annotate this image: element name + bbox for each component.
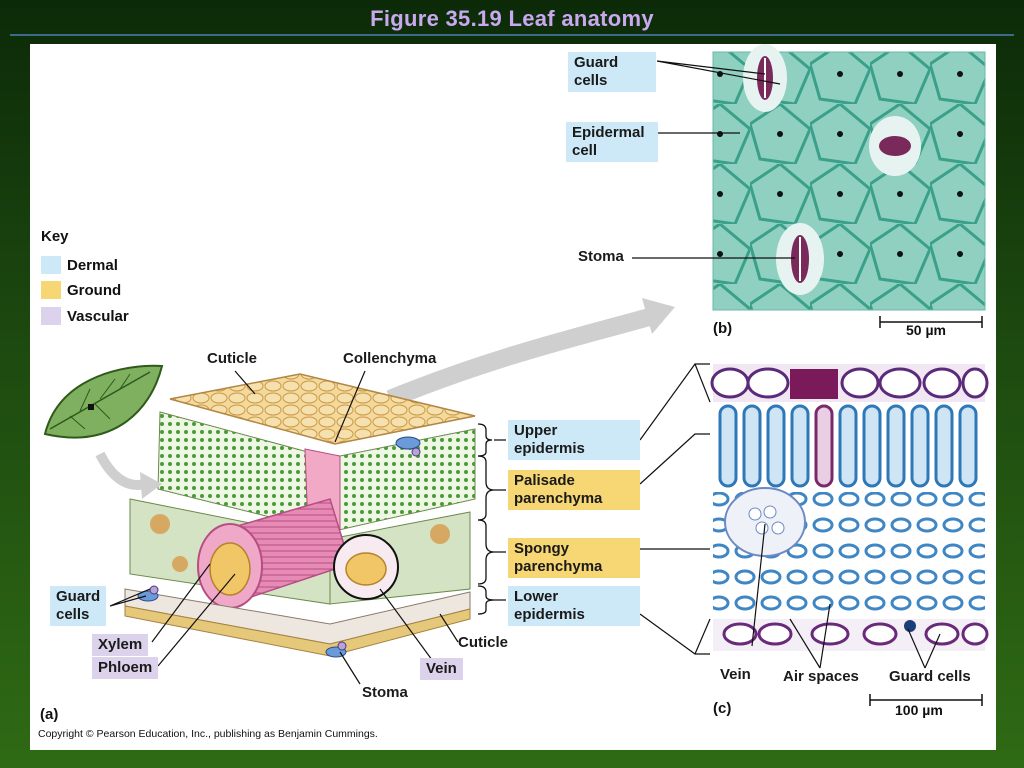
- label-vein-a: Vein: [420, 658, 463, 680]
- upper-epidermis-cells: [710, 364, 989, 402]
- label-xylem: Xylem: [92, 634, 149, 656]
- label-stoma-b: Stoma: [578, 248, 624, 265]
- lower-epidermis-cells: [713, 619, 989, 651]
- leader-vein-c: [751, 523, 766, 647]
- label-cuticle-bottom: Cuticle: [458, 634, 509, 651]
- tissue-leaders-c: [639, 363, 711, 655]
- label-epidermal-cell: Epidermal cell: [566, 122, 658, 162]
- title-divider: [10, 34, 1014, 36]
- panel-b-letter: (b): [713, 320, 733, 337]
- lower-cuticle-strip: [124, 605, 471, 657]
- guard-cells-block-right: [395, 436, 421, 457]
- key-item-ground: Ground: [41, 281, 121, 299]
- micrograph-leaf-cross-section: [710, 364, 989, 656]
- key-label-ground: Ground: [67, 281, 122, 299]
- scale-bar-c: [869, 694, 983, 706]
- label-upper-epidermis: Upper epidermis: [508, 420, 640, 460]
- key-item-dermal: Dermal: [41, 256, 118, 274]
- label-vein-c: Vein: [720, 666, 751, 683]
- label-spongy-parenchyma: Spongy parenchyma: [508, 538, 640, 578]
- key-title: Key: [41, 228, 69, 245]
- scale-label-c: 100 µm: [895, 702, 943, 718]
- label-guard-cells-a: Guard cells: [50, 586, 107, 626]
- key-swatch-dermal: [41, 256, 61, 274]
- label-air-spaces: Air spaces: [783, 668, 859, 685]
- scale-bar-b: [879, 316, 983, 328]
- figure-panel: Key Dermal Ground Vascular Cuticle Colle…: [30, 44, 996, 750]
- panel-c-letter: (c): [713, 700, 732, 717]
- zoom-arrow-head: [642, 298, 675, 334]
- leader-guard-cells-b: [656, 60, 781, 85]
- stoma-cell-2: [869, 116, 921, 176]
- leaf-zoom-arrow-head: [140, 472, 162, 499]
- tissue-brackets: [477, 423, 506, 615]
- panel-a-letter: (a): [40, 706, 59, 723]
- label-cuticle-top: Cuticle: [207, 350, 258, 367]
- key-label-dermal: Dermal: [67, 256, 118, 274]
- key-label-vascular: Vascular: [67, 307, 129, 325]
- key-swatch-ground: [41, 281, 61, 299]
- xylem-phloem-core: [209, 542, 251, 596]
- slide-title: Figure 35.19 Leaf anatomy: [370, 6, 654, 31]
- palisade-cells: [718, 404, 978, 488]
- key-item-vascular: Vascular: [41, 307, 129, 325]
- scale-label-b: 50 µm: [906, 322, 946, 338]
- leaf-anatomy-figure: [43, 44, 989, 706]
- key-swatch-vascular: [41, 307, 61, 325]
- copyright-notice: Copyright © Pearson Education, Inc., pub…: [38, 728, 378, 740]
- label-phloem: Phloem: [92, 657, 159, 679]
- micrograph-epidermis-surface: [712, 44, 986, 311]
- label-lower-epidermis: Lower epidermis: [508, 586, 640, 626]
- label-collenchyma: Collenchyma: [343, 350, 437, 367]
- upper-epidermis-top-face: [169, 373, 476, 445]
- guard-cells-block-left: [137, 585, 159, 602]
- leaf-icon: [43, 364, 164, 439]
- label-guard-cells-b: Guard cells: [568, 52, 656, 92]
- stoma-cell-3: [776, 223, 824, 295]
- panel-a-leaders: [109, 370, 459, 685]
- leader-air-spaces: [789, 603, 831, 669]
- leaf-block-3d: [124, 373, 476, 658]
- stoma-cell-1: [743, 44, 787, 112]
- leaf-zoom-arrow: [95, 451, 147, 490]
- label-guard-cells-c: Guard cells: [889, 668, 971, 685]
- label-palisade-parenchyma: Palisade parenchyma: [508, 470, 640, 510]
- leader-guard-cells-c: [907, 628, 941, 669]
- vein-bundle-c: [724, 487, 806, 557]
- zoom-arrow-to-micrograph: [386, 305, 663, 408]
- label-stoma-a: Stoma: [362, 684, 408, 701]
